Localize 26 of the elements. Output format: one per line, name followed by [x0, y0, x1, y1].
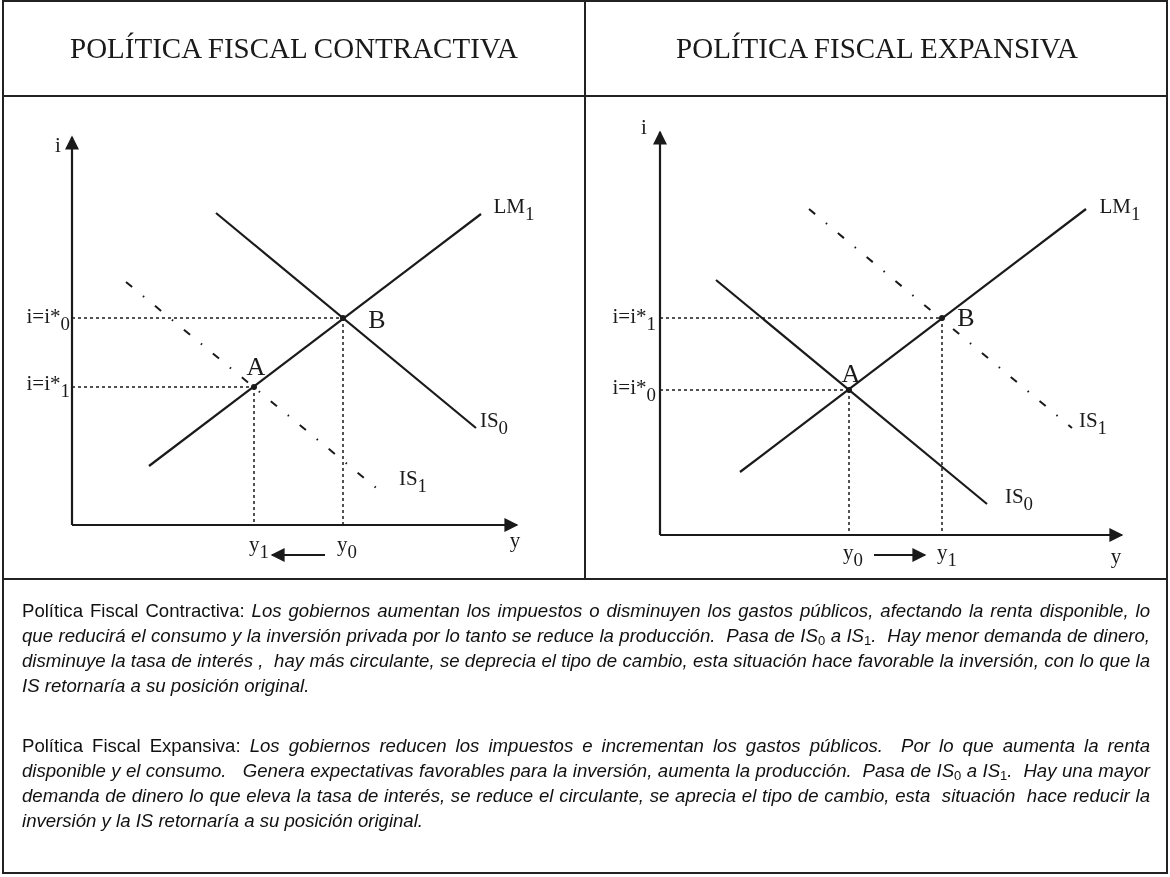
curve-label: LM$_{1}$	[1099, 195, 1141, 225]
point-label: B	[368, 307, 386, 333]
axis-label: i	[641, 116, 647, 138]
interest-rate-label: i=i*$_{0}$	[26, 305, 70, 335]
column-heading: POLÍTICA FISCAL EXPANSIVA	[676, 33, 1078, 63]
axis-label: y	[1110, 545, 1122, 567]
interest-rate-label: i=i*$_{1}$	[26, 372, 70, 402]
curve-label: IS$_{0}$	[1004, 485, 1034, 515]
point-label: B	[957, 305, 975, 331]
curve-label: IS$_{1}$	[1078, 409, 1108, 439]
interest-rate-label: i=i*$_{0}$	[612, 376, 656, 406]
curve-label: IS$_{0}$	[479, 409, 509, 439]
point-label: A	[246, 354, 266, 380]
output-label: y$_{0}$	[843, 541, 863, 571]
explanation-paragraph: Política Fiscal Expansiva: Los gobiernos reducen los impuestos e incrementan los gastos públicos. Por lo que aumenta la renta disponible y el consumo. Genera expectativas favorables para la inversión, aumenta la producción. Pasa de IS$_{0}$ a IS$_{1}$. Hay una mayor demanda de dinero lo que eleva la tasa de interés, se reduce el circulante, se aprecia el tipo de cambio, esta situación hace reducir la inversión y la IS retornaría a su posición original.	[22, 734, 1150, 833]
axis-label: y	[509, 529, 521, 551]
column-heading: POLÍTICA FISCAL CONTRACTIVA	[70, 33, 518, 63]
curve-label: IS$_{1}$	[398, 467, 428, 497]
output-label: y$_{1}$	[937, 541, 957, 571]
point-label: A	[841, 361, 861, 387]
output-label: y$_{0}$	[337, 533, 357, 563]
curve-label: LM$_{1}$	[493, 195, 535, 225]
interest-rate-label: i=i*$_{1}$	[612, 305, 656, 335]
explanation-paragraph: Política Fiscal Contractiva: Los gobiernos aumentan los impuestos o disminuyen los gastos públicos, afectando la renta disponible, lo que reducirá el consumo y la inversión privada por lo tanto se reduce la producción. Pasa de IS$_{0}$ a IS$_{1}$. Hay menor demanda de dinero, disminuye la tasa de interés , hay más circulante, se deprecia el tipo de cambio, esta situación hace favorable la inversión, con lo que la IS retornaría a su posición original.	[22, 599, 1150, 698]
output-label: y$_{1}$	[249, 533, 269, 563]
axis-label: i	[55, 134, 61, 156]
